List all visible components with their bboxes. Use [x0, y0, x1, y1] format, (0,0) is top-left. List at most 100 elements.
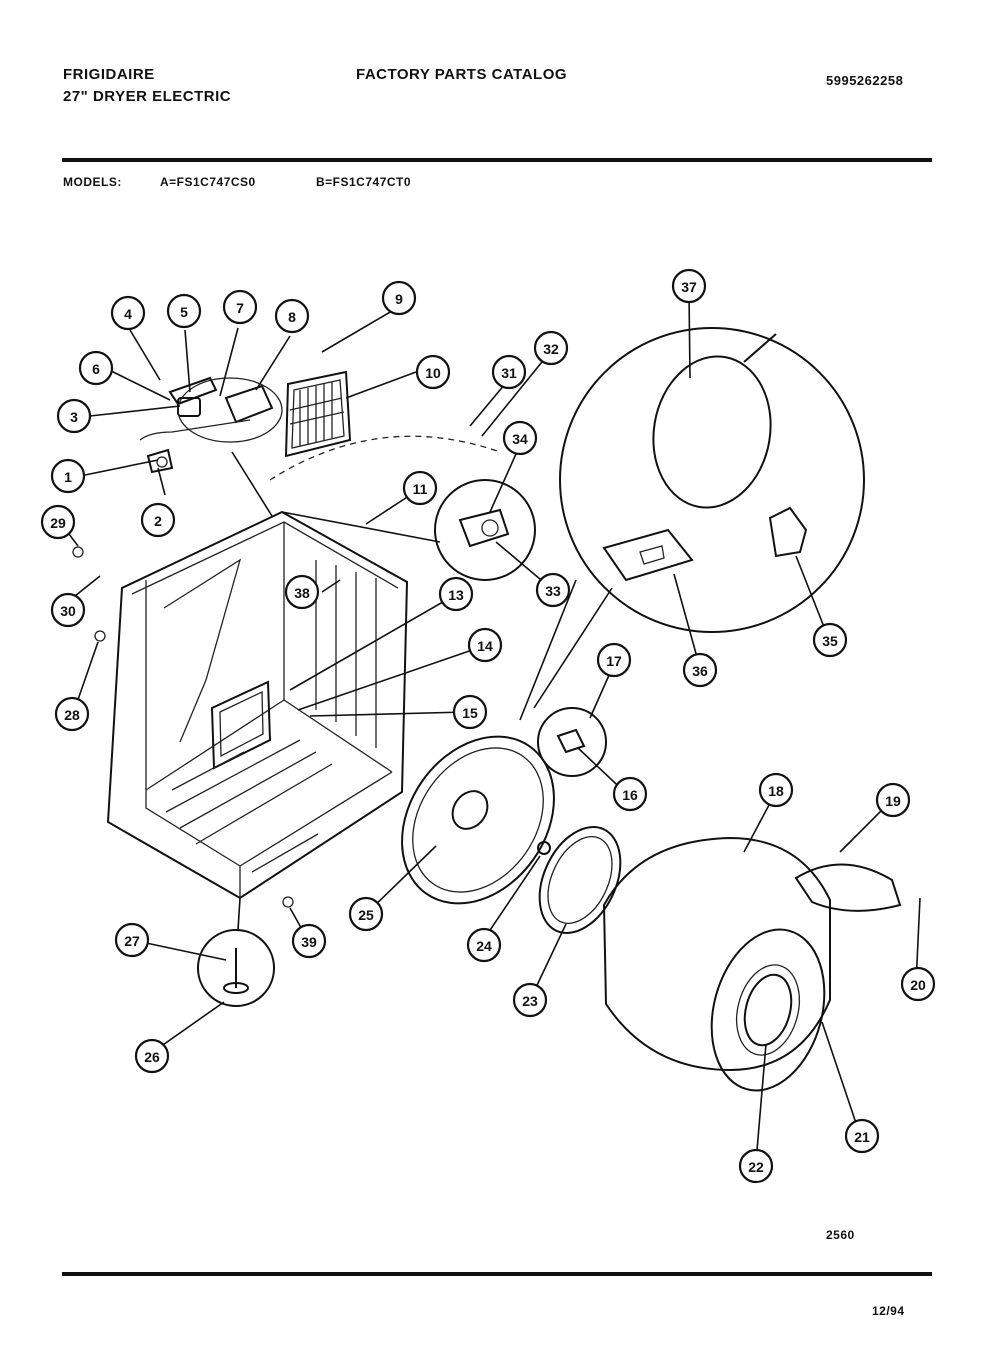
- callout-33: 33: [535, 572, 571, 608]
- callout-label: 28: [64, 707, 80, 723]
- callout-label: 17: [606, 653, 622, 669]
- callout-13: 13: [438, 576, 474, 612]
- drum: [602, 836, 902, 1092]
- callout-17: 17: [596, 642, 632, 678]
- models-label: MODELS:: [63, 175, 122, 189]
- callout-38: 38: [284, 574, 320, 610]
- callout-label: 34: [512, 431, 528, 447]
- callout-36: 36: [682, 652, 718, 688]
- callout-label: 35: [822, 633, 838, 649]
- callout-label: 31: [501, 365, 517, 381]
- callout-18: 18: [758, 772, 794, 808]
- callout-label: 11: [413, 481, 428, 497]
- front-bulkhead: [401, 735, 555, 905]
- callout-label: 1: [64, 469, 72, 485]
- callout-label: 37: [681, 279, 697, 295]
- brand-name: FRIGIDAIRE: [63, 66, 155, 83]
- callout-11: 11: [402, 470, 438, 506]
- callout-label: 5: [180, 304, 188, 320]
- callout-15: 15: [452, 694, 488, 730]
- callout-14: 14: [467, 627, 503, 663]
- callout-label: 14: [477, 638, 493, 654]
- model-b: B=FS1C747CT0: [316, 175, 412, 189]
- callout-20: 20: [900, 966, 936, 1002]
- callout-label: 24: [476, 938, 492, 954]
- callout-27: 27: [114, 922, 150, 958]
- callout-4: 4: [110, 295, 146, 331]
- callout-label: 10: [425, 365, 441, 381]
- callout-2: 2: [140, 502, 176, 538]
- bearing-detail: [537, 707, 607, 777]
- callout-3: 3: [56, 398, 92, 434]
- screw-29: [72, 546, 84, 558]
- drawing-number: 2560: [826, 1228, 855, 1242]
- callout-1: 1: [50, 458, 86, 494]
- callout-label: 6: [92, 361, 100, 377]
- callout-label: 18: [768, 783, 784, 799]
- footer-rule: [62, 1272, 932, 1276]
- callout-label: 2: [154, 513, 162, 529]
- callout-16: 16: [612, 776, 648, 812]
- callout-label: 16: [622, 787, 638, 803]
- callout-label: 33: [545, 583, 561, 599]
- callout-label: 25: [358, 907, 374, 923]
- callout-label: 4: [124, 306, 132, 322]
- cabinet: [106, 510, 409, 900]
- callout-label: 8: [288, 309, 296, 325]
- callout-label: 29: [50, 515, 66, 531]
- lint-screen: [284, 370, 352, 458]
- callout-31: 31: [491, 354, 527, 390]
- callout-10: 10: [415, 354, 451, 390]
- idler-detail: [434, 479, 536, 581]
- callout-23: 23: [512, 982, 548, 1018]
- callout-label: 20: [910, 977, 926, 993]
- callout-label: 21: [854, 1129, 870, 1145]
- callout-37: 37: [671, 268, 707, 304]
- callout-28: 28: [54, 696, 90, 732]
- callout-39: 39: [291, 923, 327, 959]
- callout-22: 22: [738, 1148, 774, 1184]
- screw-28: [94, 630, 106, 642]
- callout-30: 30: [50, 592, 86, 628]
- callout-label: 13: [448, 587, 464, 603]
- model-a: A=FS1C747CS0: [160, 175, 256, 189]
- callout-19: 19: [875, 782, 911, 818]
- callout-label: 15: [462, 705, 478, 721]
- callout-label: 7: [236, 300, 244, 316]
- leveling-leg-detail: [197, 897, 275, 1007]
- callout-32: 32: [533, 330, 569, 366]
- callout-21: 21: [844, 1118, 880, 1154]
- callout-label: 36: [692, 663, 708, 679]
- callout-label: 27: [124, 933, 140, 949]
- callout-7: 7: [222, 289, 258, 325]
- callout-label: 32: [543, 341, 559, 357]
- seal-ring: [537, 826, 622, 934]
- callout-label: 26: [144, 1049, 160, 1065]
- control-parts: [139, 376, 283, 474]
- callout-8: 8: [274, 298, 310, 334]
- callout-35: 35: [812, 622, 848, 658]
- callout-6: 6: [78, 350, 114, 386]
- callout-34: 34: [502, 420, 538, 456]
- callout-label: 9: [395, 291, 403, 307]
- callout-5: 5: [166, 293, 202, 329]
- callout-label: 39: [301, 934, 317, 950]
- callout-label: 23: [522, 993, 538, 1009]
- callout-9: 9: [381, 280, 417, 316]
- callout-label: 30: [60, 603, 76, 619]
- callout-label: 38: [294, 585, 310, 601]
- catalog-number: 5995262258: [826, 73, 904, 88]
- callout-29: 29: [40, 504, 76, 540]
- callout-label: 22: [748, 1159, 764, 1175]
- callout-label: 19: [885, 793, 901, 809]
- callout-25: 25: [348, 896, 384, 932]
- product-name: 27" DRYER ELECTRIC: [63, 88, 232, 105]
- screw-39: [282, 896, 294, 908]
- callout-26: 26: [134, 1038, 170, 1074]
- page-date: 12/94: [872, 1304, 905, 1318]
- catalog-title: FACTORY PARTS CATALOG: [356, 66, 568, 83]
- header-rule: [62, 158, 932, 162]
- callout-24: 24: [466, 927, 502, 963]
